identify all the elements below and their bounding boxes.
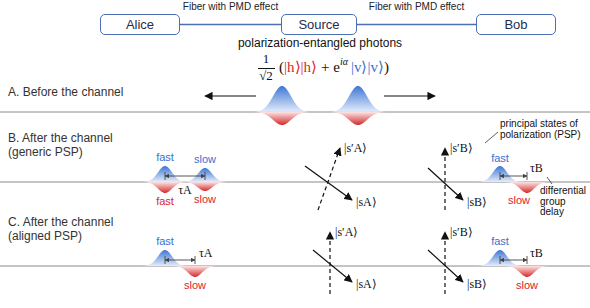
- photon-pulse: [505, 266, 549, 277]
- psp-vector: [428, 168, 463, 200]
- math-term: + e: [321, 59, 340, 76]
- state-label: |s′A⟩: [344, 142, 367, 156]
- state-label: |s′B⟩: [450, 226, 473, 240]
- row-label: (generic PSP): [8, 146, 83, 160]
- leader-line: [485, 132, 498, 143]
- pulse-label: slow: [194, 193, 216, 206]
- delay-label: τA: [199, 247, 213, 261]
- party-box: Source: [281, 14, 357, 35]
- psp-vector: [428, 250, 463, 282]
- photon-pulse: [478, 166, 522, 182]
- math-term: (: [279, 59, 284, 76]
- callout-text: principal states of polarization (PSP): [500, 119, 586, 140]
- pulse-label: slow: [508, 194, 530, 207]
- delay-arrow: [500, 176, 527, 177]
- state-label: |sA⟩: [356, 196, 377, 210]
- psp-vector: [305, 166, 352, 200]
- delay-tick: [195, 256, 196, 264]
- delay-label: τA: [178, 184, 192, 198]
- pulse-label: slow: [184, 279, 206, 292]
- pulse-label: slow: [516, 279, 538, 292]
- propagation-arrow: [384, 95, 435, 96]
- pulse-label: fast: [156, 235, 174, 248]
- math-term: √2: [259, 69, 273, 84]
- fiber-label: Fiber with PMD effect: [183, 1, 278, 13]
- delay-tick: [205, 172, 206, 180]
- photon-pulse: [253, 86, 311, 112]
- psp-vector-dashed: [444, 148, 445, 210]
- psp-vector: [313, 250, 352, 282]
- math-term: |v⟩|v⟩: [351, 59, 384, 76]
- leader-line: [547, 177, 552, 184]
- time-axis: [0, 112, 590, 266]
- state-label: |sB⟩: [467, 278, 487, 292]
- photon-pulse: [329, 86, 387, 112]
- pulse-label: fast: [491, 235, 509, 248]
- math-term: ): [384, 59, 389, 76]
- fiber-label: Fiber with PMD effect: [369, 1, 464, 13]
- pulse-label: fast: [156, 195, 174, 208]
- party-name: Alice: [126, 17, 154, 32]
- party-box: Alice: [100, 14, 180, 35]
- pulse-label: slow: [194, 153, 216, 166]
- pulse-label: fast: [156, 151, 174, 164]
- pulse-label: fast: [491, 152, 509, 165]
- state-label: |sB⟩: [467, 196, 487, 210]
- math-term: iα: [340, 56, 348, 68]
- delay-label: τB: [530, 162, 543, 176]
- photon-pulse: [183, 168, 228, 182]
- party-name: Source: [298, 17, 339, 32]
- delay-tick: [165, 172, 166, 180]
- delay-arrow: [500, 260, 527, 261]
- delay-tick: [527, 256, 528, 264]
- math-term: |h⟩|h⟩: [284, 59, 317, 76]
- propagation-arrow: [205, 95, 256, 96]
- photon-pulse: [143, 250, 188, 266]
- photon-pulse: [253, 112, 311, 125]
- delay-arrow: [165, 260, 195, 261]
- row-label: B. After the channel: [8, 132, 113, 146]
- pulse-group: [143, 86, 549, 277]
- state-label: |sA⟩: [356, 278, 377, 292]
- delay-tick: [527, 172, 528, 180]
- callout-text: differential group delay: [540, 186, 589, 218]
- fiber-link: [180, 24, 281, 25]
- state-label: |s′A⟩: [335, 226, 358, 240]
- formula-row: (|h⟩|h⟩+ eiα|v⟩|v⟩): [279, 59, 389, 76]
- delay-label: τB: [530, 247, 543, 261]
- photon-pulse: [173, 266, 218, 277]
- photon-pulse: [143, 166, 188, 182]
- psp-vector-dashed: [444, 232, 445, 294]
- photon-pulse: [329, 112, 387, 125]
- row-label: (aligned PSP): [8, 230, 82, 244]
- psp-vector-dashed: [318, 148, 340, 210]
- party-name: Bob: [504, 17, 527, 32]
- party-box: Bob: [476, 14, 556, 35]
- delay-tick: [500, 172, 501, 180]
- photon-pulse: [478, 250, 522, 266]
- delay-tick: [500, 256, 501, 264]
- state-label: |s′B⟩: [450, 142, 473, 156]
- fiber-link: [357, 24, 476, 25]
- math-term: 1: [263, 52, 270, 67]
- delay-arrow: [165, 176, 205, 177]
- row-label: A. Before the channel: [8, 86, 123, 100]
- row-label: C. After the channel: [8, 216, 113, 230]
- heading-text: polarization-entangled photons: [238, 37, 402, 51]
- delay-tick: [165, 256, 166, 264]
